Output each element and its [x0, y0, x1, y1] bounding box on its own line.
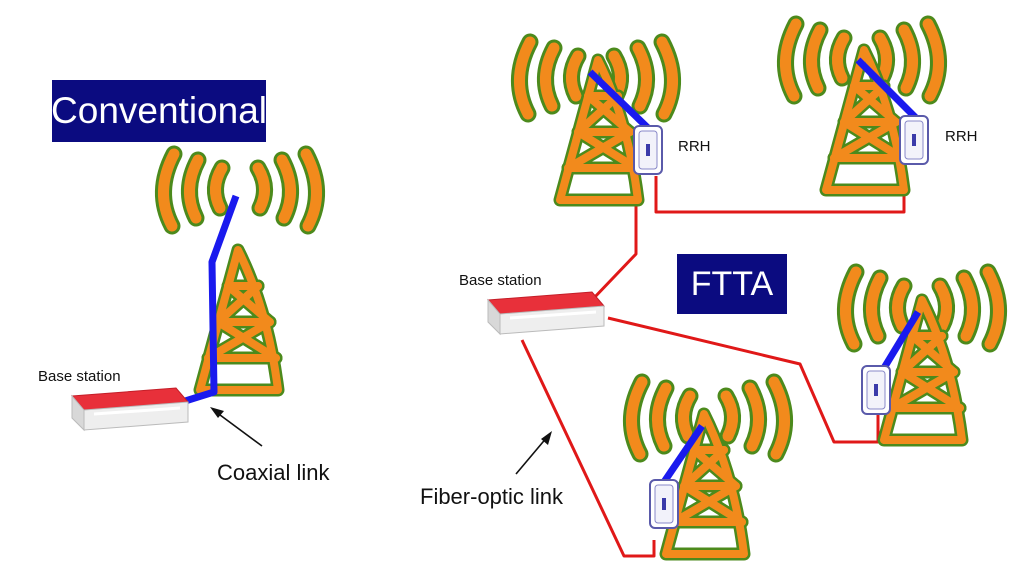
- conventional-base-station-label: Base station: [38, 368, 121, 385]
- jumper-cable: [881, 310, 921, 370]
- conventional-tower-group: [163, 154, 316, 390]
- jumper-cable: [587, 69, 651, 131]
- rrh-unit-icon: [633, 125, 663, 175]
- rrh-unit-icon: [861, 365, 891, 415]
- rrh-label-1: RRH: [678, 138, 711, 155]
- ftta-tower-3-group: [845, 272, 998, 440]
- fiber-link-rrh-3: [607, 316, 880, 444]
- fiber-link-rrh-4: [520, 339, 656, 558]
- coaxial-link-label: Coaxial link: [217, 460, 330, 485]
- fiber-link-arrow: [515, 431, 552, 475]
- rrh-unit-icon: [649, 479, 679, 529]
- rrh-unit-icon: [899, 115, 929, 165]
- ftta-badge: FTTA: [677, 254, 787, 314]
- rrh-label-2: RRH: [945, 128, 978, 145]
- ftta-tower-2-group: [785, 24, 938, 190]
- conventional-badge: Conventional: [51, 80, 267, 142]
- fiber-optic-link-label: Fiber-optic link: [420, 484, 564, 509]
- coaxial-cable: [180, 194, 240, 406]
- jumper-cable: [661, 424, 705, 484]
- ftta-base-station-label: Base station: [459, 272, 542, 289]
- radio-wave-icon: [163, 154, 316, 226]
- ftta-tower-1-group: [519, 42, 672, 200]
- ftta-tower-4-group: [631, 382, 784, 554]
- base-station-icon: [70, 386, 190, 432]
- jumper-cable: [855, 57, 919, 121]
- coaxial-link-arrow: [210, 407, 263, 447]
- base-station-icon: [486, 290, 606, 336]
